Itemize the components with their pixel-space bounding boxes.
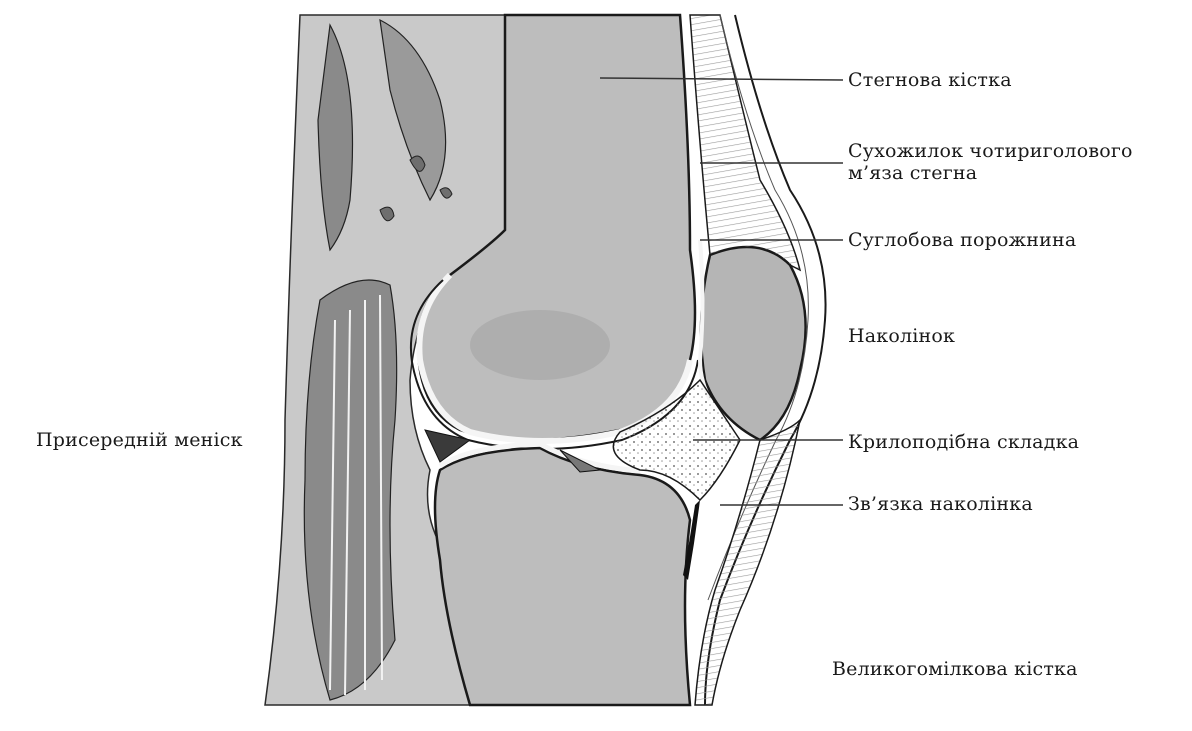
femur-condyle-shading <box>470 310 610 380</box>
label-quadriceps-tendon-line1: Сухожилок чотириголового <box>848 140 1133 162</box>
label-patella: Наколінок <box>848 324 955 348</box>
label-quadriceps-tendon: Сухожилок чотириголового м’яза стегна <box>848 140 1133 184</box>
tibia-bone <box>435 448 690 705</box>
label-quadriceps-tendon-line2: м’яза стегна <box>848 162 1133 184</box>
label-alar-fold: Крилоподібна складка <box>848 430 1079 454</box>
label-femur: Стегнова кістка <box>848 68 1012 92</box>
label-tibia: Великогомілкова кістка <box>832 657 1078 681</box>
label-articular-cavity: Суглобова порожнина <box>848 228 1076 252</box>
label-patellar-ligament: Зв’язка наколінка <box>848 492 1033 516</box>
label-medial-meniscus: Присередній меніск <box>36 428 243 452</box>
